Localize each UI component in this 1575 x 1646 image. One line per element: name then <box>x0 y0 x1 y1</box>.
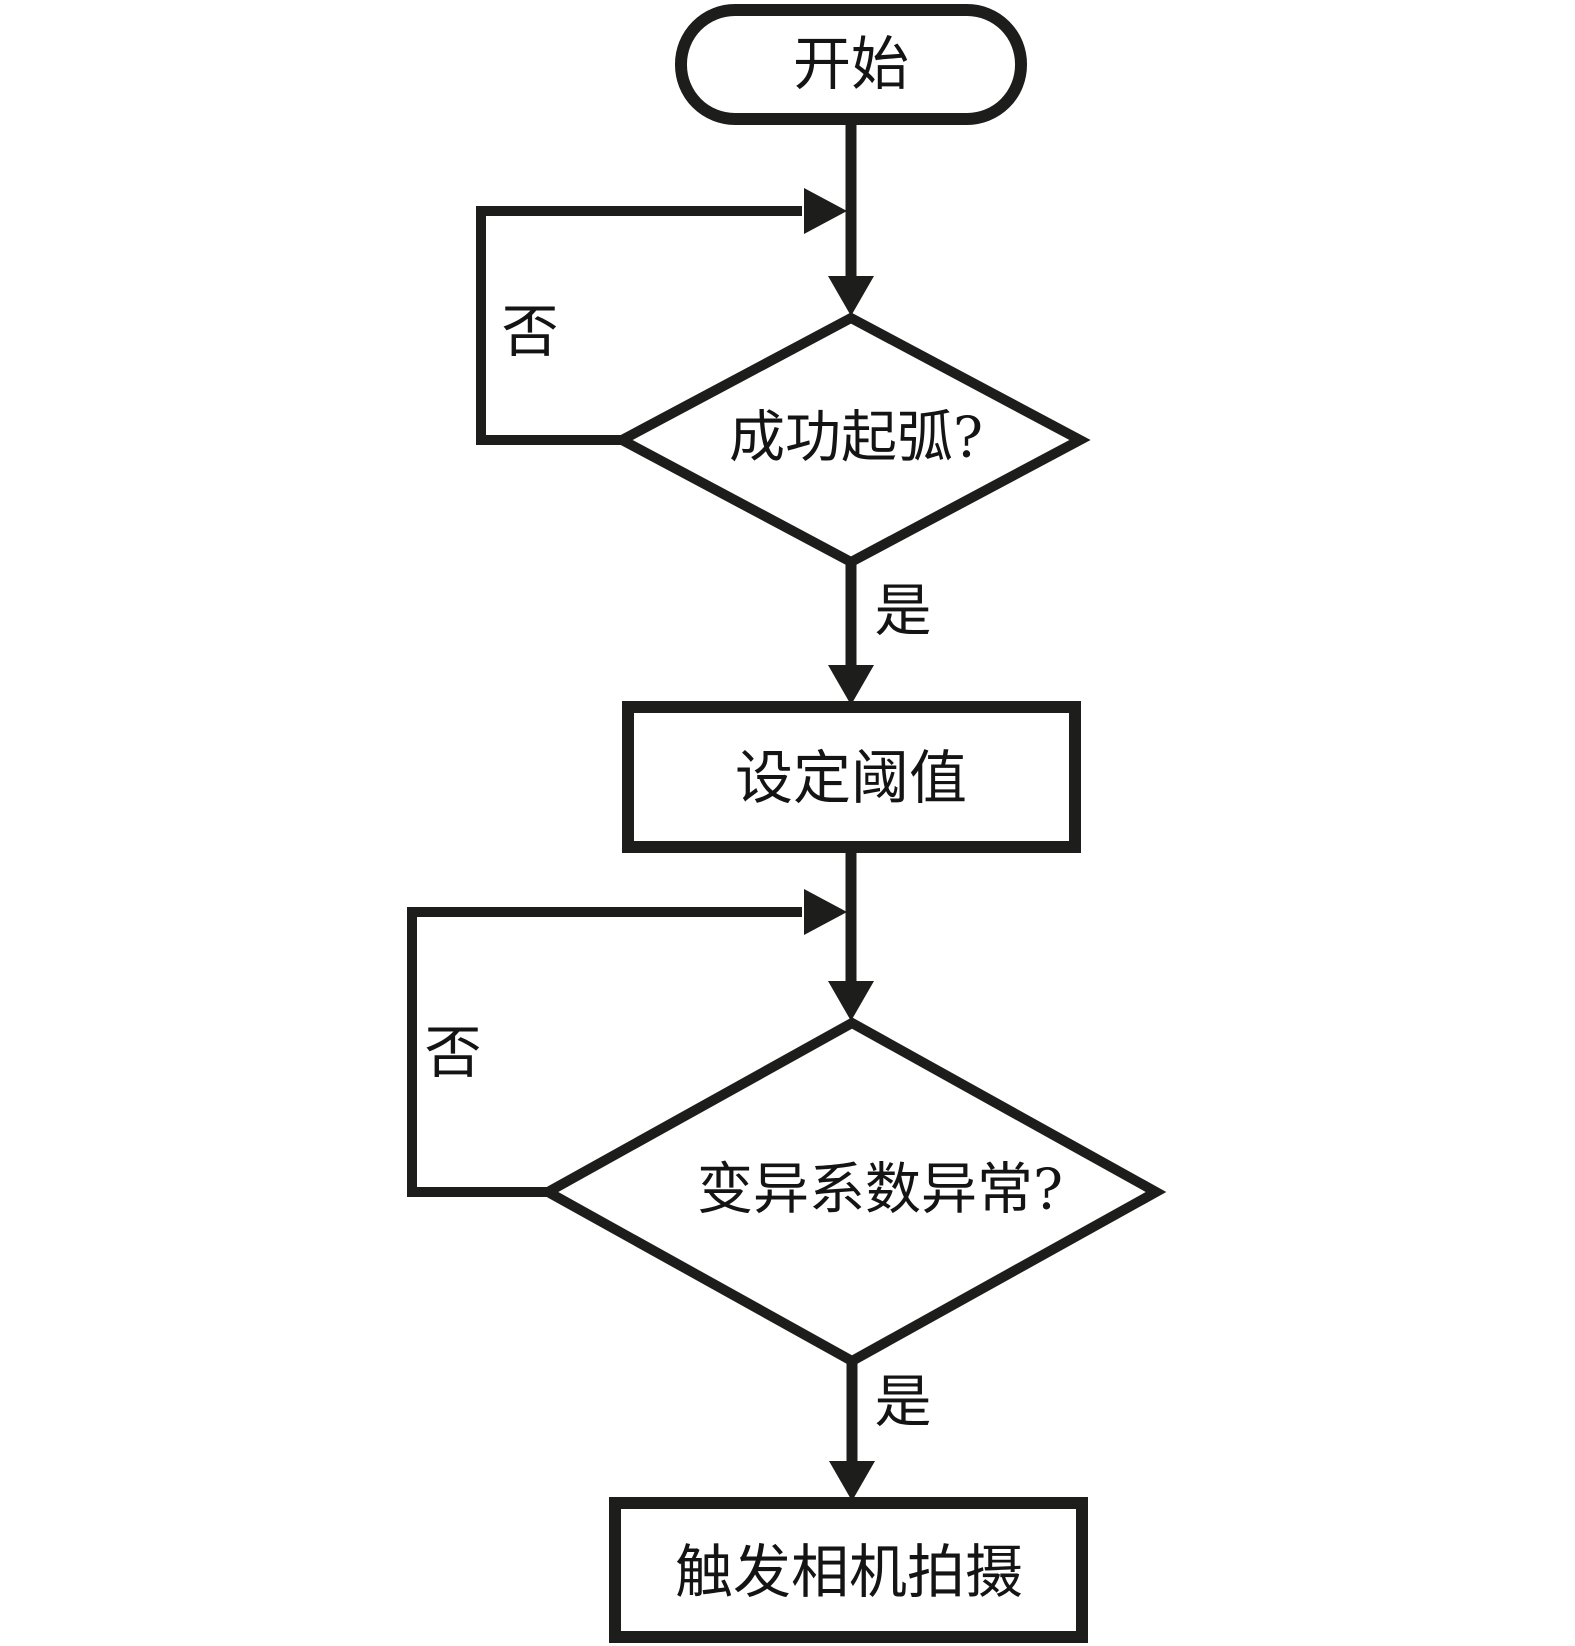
trigger-camera-process-box <box>609 1497 1088 1643</box>
edge-arc-check-loop-no <box>476 206 802 445</box>
arrowhead-down-into-set-threshold <box>828 665 874 705</box>
arrowhead-down-into-arc-check <box>828 276 874 316</box>
cv-check-decision-label: 变异系数异常? <box>697 1158 1063 1223</box>
edge-cv-check-loop-no <box>407 907 802 1197</box>
arrowhead-right-loop2 <box>804 889 847 935</box>
set-threshold-process-box <box>622 701 1081 853</box>
cv-check-yes-label: 是 <box>875 1369 932 1435</box>
arc-check-decision-label: 成功起弧? <box>729 406 983 471</box>
arrowhead-down-into-trigger-camera <box>829 1461 875 1501</box>
start-node-label: 开始 <box>793 30 909 98</box>
arc-check-yes-label: 是 <box>875 578 932 644</box>
arrowhead-right-loop1 <box>804 188 847 234</box>
arrowhead-down-into-cv-check <box>828 981 874 1021</box>
cv-check-no-label: 否 <box>425 1020 482 1086</box>
trigger-camera-process-label: 触发相机拍摄 <box>675 1538 1023 1606</box>
arc-check-no-label: 否 <box>502 299 559 365</box>
arc-check-decision-diamond <box>611 312 1091 568</box>
start-node <box>675 4 1027 125</box>
set-threshold-process-label: 设定阈值 <box>735 744 967 812</box>
cv-check-decision-diamond <box>537 1017 1167 1367</box>
